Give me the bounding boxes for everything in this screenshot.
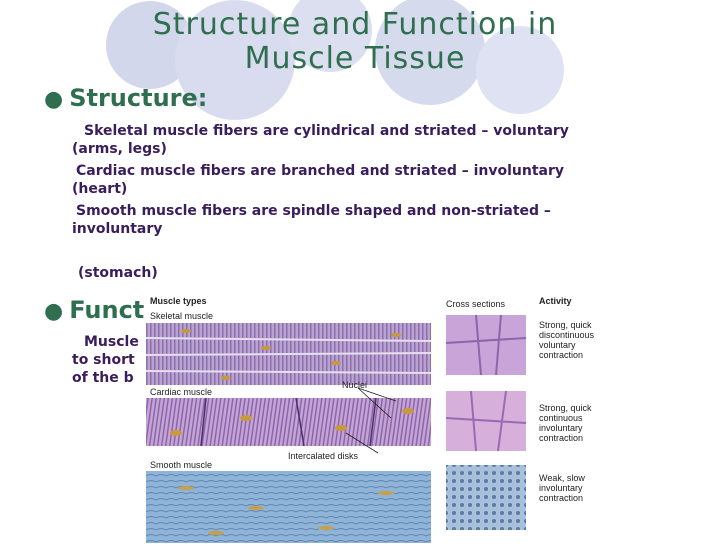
function-bullet: ●Funct xyxy=(44,296,144,324)
structure-line: Skeletal muscle fibers are cylindrical a… xyxy=(84,123,569,139)
function-line: to short xyxy=(72,352,135,368)
activity-line: continuous xyxy=(539,413,583,423)
structure-heading: Structure: xyxy=(69,84,208,112)
activity-line: contraction xyxy=(539,433,584,443)
function-heading: Funct xyxy=(69,296,145,324)
activity-line: discontinuous xyxy=(539,330,595,340)
decorative-circles xyxy=(106,0,564,120)
skeletal-activity: Strong, quick discontinuous voluntary co… xyxy=(539,320,594,360)
slide-title: Structure and Function in Muscle Tissue xyxy=(70,8,640,76)
smooth-muscle-illustration xyxy=(146,471,431,543)
cardiac-muscle-label: Cardiac muscle xyxy=(150,387,213,397)
skeletal-muscle-label: Skeletal muscle xyxy=(150,311,214,321)
bullet-icon: ● xyxy=(44,87,64,112)
decor-circle xyxy=(175,0,295,120)
structure-bullet: ●Structure: xyxy=(44,84,207,112)
cardiac-muscle-illustration xyxy=(146,398,431,446)
muscle-types-figure: Muscle types Cross sections Activity Ske… xyxy=(146,293,686,546)
skeletal-cross-section xyxy=(446,315,526,375)
structure-line: (heart) xyxy=(72,181,128,197)
activity-line: contraction xyxy=(539,493,584,503)
function-line: of the b xyxy=(72,370,134,386)
title-line-2: Muscle Tissue xyxy=(244,41,466,76)
structure-line: Smooth muscle fibers are spindle shaped … xyxy=(76,203,551,219)
decor-circle xyxy=(476,26,564,114)
activity-line: involuntary xyxy=(539,483,583,493)
nuclei-label: Nuclei xyxy=(342,380,368,390)
structure-line: Cardiac muscle fibers are branched and s… xyxy=(76,163,564,179)
function-line: Muscle xyxy=(84,334,139,350)
smooth-muscle-label: Smooth muscle xyxy=(150,460,213,470)
figure-header-muscle-types: Muscle types xyxy=(150,296,207,306)
structure-line: (arms, legs) xyxy=(72,141,167,157)
activity-line: involuntary xyxy=(539,423,583,433)
smooth-cross-section xyxy=(446,465,526,530)
activity-line: voluntary xyxy=(539,340,576,350)
cardiac-activity: Strong, quick continuous involuntary con… xyxy=(539,403,592,443)
muscle-figure-art xyxy=(146,293,686,543)
activity-line: Strong, quick xyxy=(539,403,592,413)
activity-line: Strong, quick xyxy=(539,320,592,330)
figure-header-activity: Activity xyxy=(539,296,572,306)
structure-text: Skeletal muscle fibers are cylindrical a… xyxy=(72,122,672,282)
function-text-left: Muscle to short of the b xyxy=(72,333,152,387)
decor-circle xyxy=(106,1,194,89)
activity-line: Weak, slow xyxy=(539,473,585,483)
structure-line: involuntary xyxy=(72,221,163,237)
structure-line: (stomach) xyxy=(78,265,158,281)
smooth-activity: Weak, slow involuntary contraction xyxy=(539,473,585,503)
intercalated-disks-label: Intercalated disks xyxy=(288,451,359,461)
decor-circle xyxy=(375,0,485,105)
bullet-icon: ● xyxy=(44,299,64,324)
title-line-1: Structure and Function in xyxy=(152,7,558,42)
figure-header-cross-sections: Cross sections xyxy=(446,299,506,309)
decor-circle xyxy=(288,0,372,72)
activity-line: contraction xyxy=(539,350,584,360)
